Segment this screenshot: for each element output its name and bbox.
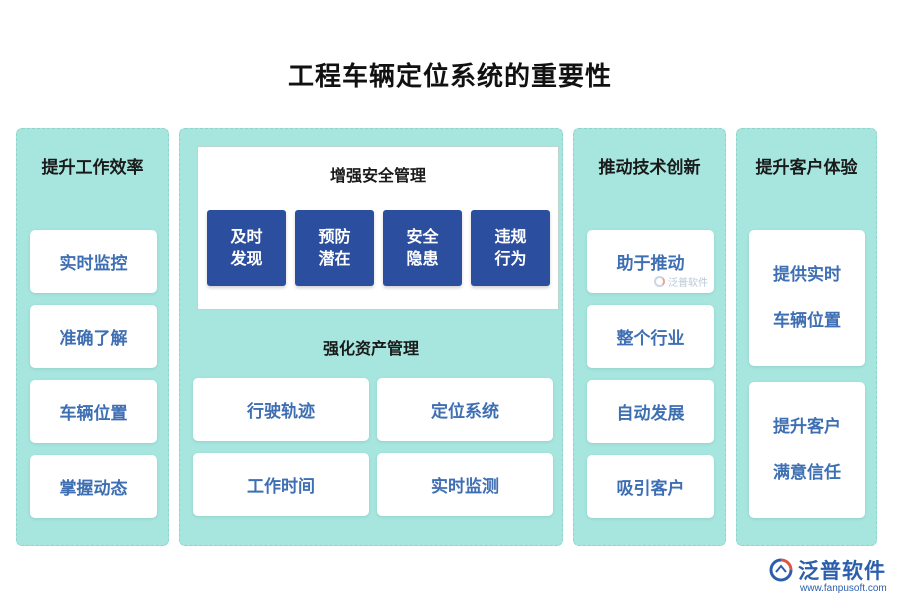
watermark-text: 泛普软件	[668, 278, 708, 289]
fanpu-logo-icon	[654, 276, 665, 287]
list-item: 助于推动	[587, 230, 714, 293]
safety-item: 违规行为	[471, 210, 550, 286]
list-item: 自动发展	[587, 380, 714, 443]
panel-work-efficiency: 提升工作效率 实时监控 准确了解 车辆位置 掌握动态	[16, 128, 169, 546]
customer-card-line: 提供实时	[773, 265, 841, 285]
safety-item-line: 隐患	[406, 249, 439, 268]
list-item: 吸引客户	[587, 455, 714, 518]
safety-item-line: 违规	[494, 227, 527, 246]
logo-text: 泛普软件	[798, 559, 886, 583]
safety-item-line: 及时	[230, 227, 263, 246]
list-item: 整个行业	[587, 305, 714, 368]
safety-item-line: 潜在	[318, 249, 351, 268]
list-item: 行驶轨迹	[193, 378, 369, 441]
list-item: 掌握动态	[30, 455, 157, 518]
safety-item: 安全隐患	[383, 210, 462, 286]
safety-item: 预防潜在	[295, 210, 374, 286]
panel-title: 提升工作效率	[41, 158, 144, 178]
list-item: 实时监控	[30, 230, 157, 293]
customer-card: 提供实时 车辆位置	[749, 230, 865, 366]
panel-title: 推动技术创新	[598, 158, 701, 178]
page-title: 工程车辆定位系统的重要性	[287, 62, 612, 92]
panel-title: 提升客户体验	[755, 158, 858, 178]
customer-card-line: 提升客户	[773, 417, 841, 437]
customer-card-line: 满意信任	[773, 463, 841, 483]
panel-customer-experience: 提升客户体验 提供实时 车辆位置 提升客户 满意信任	[736, 128, 877, 546]
list-item: 实时监测	[377, 453, 553, 516]
safety-item: 及时发现	[207, 210, 286, 286]
customer-card-line: 车辆位置	[773, 311, 841, 331]
asset-management-title: 强化资产管理	[322, 339, 419, 358]
safety-item-line: 行为	[494, 249, 527, 268]
list-item: 工作时间	[193, 453, 369, 516]
safety-item-line: 预防	[318, 227, 351, 246]
brand-logo: 泛普软件	[768, 555, 886, 585]
fanpu-logo-icon	[769, 558, 793, 582]
safety-item-line: 发现	[230, 249, 263, 268]
customer-card: 提升客户 满意信任	[749, 382, 865, 518]
list-item: 准确了解	[30, 305, 157, 368]
safety-management-title: 增强安全管理	[329, 166, 426, 185]
watermark: 泛普软件	[654, 274, 708, 289]
panel-tech-innovation: 推动技术创新 助于推动 整个行业 自动发展 吸引客户	[573, 128, 726, 546]
list-item: 定位系统	[377, 378, 553, 441]
safety-item-line: 安全	[406, 227, 439, 246]
safety-management-box: 增强安全管理 及时发现 预防潜在 安全隐患 违规行为	[197, 146, 559, 310]
logo-url: www.fanpusoft.com	[800, 583, 887, 594]
panel-management: 增强安全管理 及时发现 预防潜在 安全隐患 违规行为 强化资产管理 行驶轨迹 定…	[179, 128, 563, 546]
list-item: 车辆位置	[30, 380, 157, 443]
